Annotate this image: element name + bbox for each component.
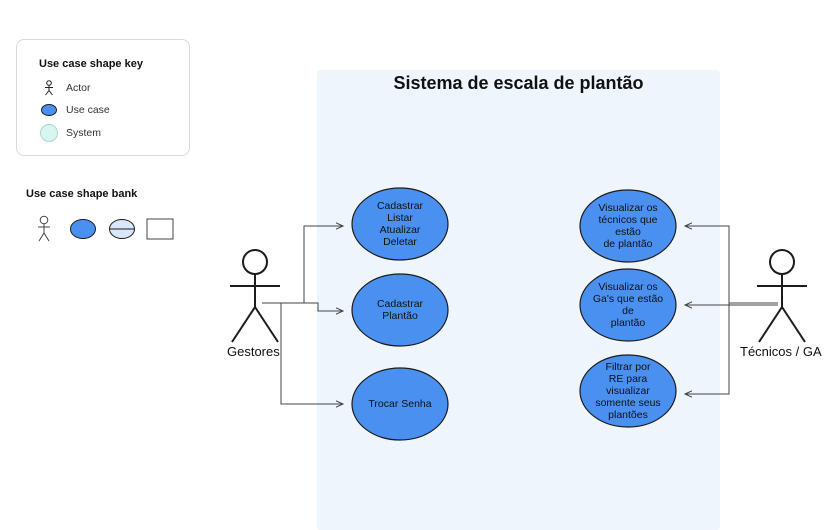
- connector-gestores-cadastrar-plantao: [262, 302, 343, 311]
- use-case-visualizar-tecnicos[interactable]: Visualizar os técnicos que estão de plan…: [580, 190, 676, 262]
- use-case-line: técnicos que estão: [598, 214, 658, 238]
- bank-divided-use-case-icon[interactable]: [109, 219, 135, 239]
- use-case-ellipse: [579, 354, 677, 428]
- use-case-line: Cadastrar Plantão: [376, 298, 424, 322]
- shape-key-title: Use case shape key: [39, 58, 143, 70]
- use-case-line: Visualizar os: [598, 281, 658, 293]
- key-item-use-case: Use case: [39, 102, 110, 118]
- bank-use-case-icon[interactable]: [70, 219, 96, 239]
- use-case-line: plantão: [610, 317, 646, 329]
- connector-gestores-trocar-senha: [280, 303, 343, 404]
- use-case-trocar-senha[interactable]: Trocar Senha: [352, 368, 448, 440]
- use-case-line: plantões: [608, 409, 648, 421]
- use-case-line: Ga's que estão de: [592, 293, 664, 317]
- use-case-line: somente seus: [595, 397, 661, 409]
- bank-rectangle-icon[interactable]: [146, 218, 174, 240]
- actor-gestores-label: Gestores: [227, 344, 280, 359]
- use-case-line: Visualizar os: [598, 202, 658, 214]
- use-case-line: Deletar: [383, 236, 417, 248]
- use-case-ellipse: [579, 268, 677, 342]
- connector-tecnicos-filtrar: [685, 302, 778, 394]
- shape-bank: [34, 214, 179, 244]
- diagram-connectors: [230, 187, 807, 441]
- use-case-visualizar-gas[interactable]: Visualizar os Ga's que estão de plantão: [580, 269, 676, 341]
- connector-gestores-cadastrar: [262, 226, 343, 304]
- use-case-cadastrar-plantao[interactable]: Cadastrar Plantão: [352, 274, 448, 346]
- use-case-icon: [39, 102, 59, 118]
- use-case-line: RE para visualizar: [606, 373, 650, 397]
- key-item-system: System: [39, 124, 102, 142]
- use-case-cadastrar-listar-atualizar-deletar[interactable]: Cadastrar Listar Atualizar Deletar: [352, 188, 448, 260]
- key-item-actor: Actor: [39, 80, 91, 96]
- use-case-line: Listar: [387, 212, 413, 224]
- use-case-ellipse: [351, 187, 449, 261]
- key-item-label: Actor: [66, 82, 91, 94]
- use-case-ellipse: [579, 189, 677, 263]
- use-case-line: de plantão: [603, 238, 653, 250]
- key-item-label: Use case: [66, 104, 110, 116]
- actor-icon: [39, 80, 59, 96]
- use-case-line: Filtrar por: [605, 361, 651, 373]
- connector-tecnicos-visualizar-tecnicos: [685, 226, 778, 304]
- system-title: Sistema de escala de plantão: [393, 73, 644, 93]
- system-icon: [39, 124, 59, 142]
- shape-bank-title: Use case shape bank: [26, 188, 138, 200]
- actor-tecnicos-label: Técnicos / GA: [740, 344, 822, 359]
- use-case-filtrar-por-re[interactable]: Filtrar por RE para visualizar somente s…: [580, 355, 676, 427]
- bank-actor-icon[interactable]: [38, 215, 50, 242]
- use-case-ellipse: [351, 273, 449, 347]
- actor-gestores-figure[interactable]: [230, 249, 280, 343]
- use-case-line: Cadastrar: [376, 200, 424, 212]
- actor-tecnicos-figure[interactable]: [757, 249, 807, 343]
- use-case-ellipse: [351, 367, 449, 441]
- key-item-label: System: [66, 127, 102, 139]
- shape-key-panel: Use case shape key Actor Use case S: [16, 39, 190, 156]
- use-case-line: Atualizar: [379, 224, 421, 236]
- use-case-line: Trocar Senha: [368, 398, 432, 410]
